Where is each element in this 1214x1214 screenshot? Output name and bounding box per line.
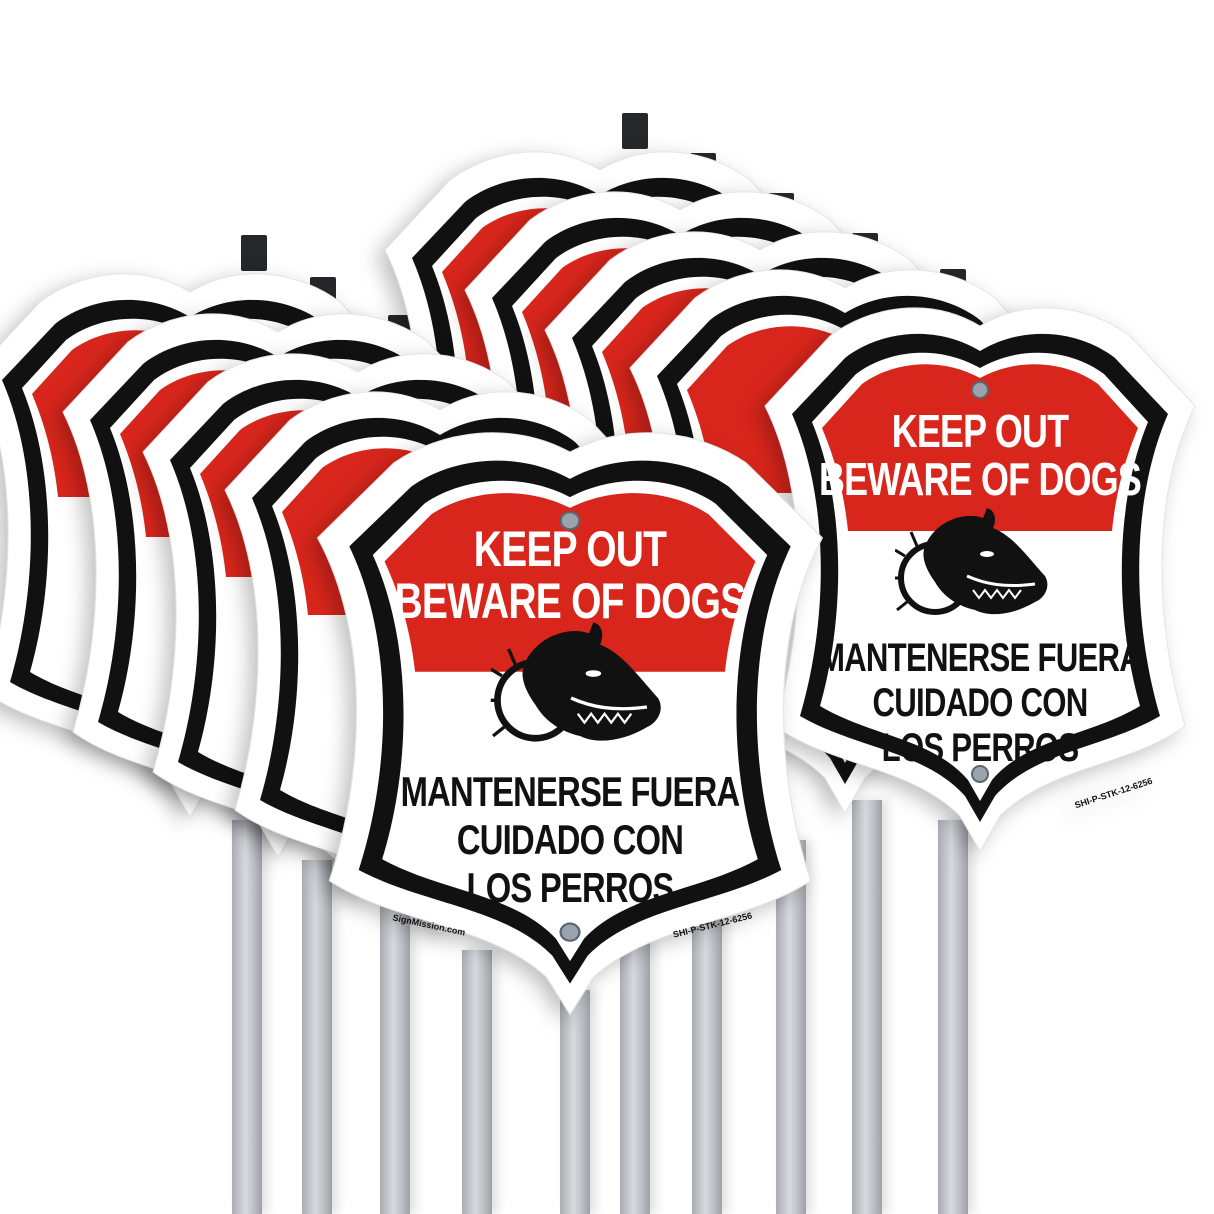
sign-header-line2: BEWARE OF DOGS	[394, 573, 747, 629]
stake	[560, 990, 590, 1214]
dog-illustration	[490, 620, 670, 765]
stake	[232, 820, 262, 1214]
sign-header-line1: KEEP OUT	[473, 521, 667, 577]
stake	[852, 800, 882, 1214]
stake-cap	[622, 113, 648, 149]
stake	[620, 940, 650, 1214]
stake	[938, 820, 968, 1214]
shield-sign-front: KEEP OUT BEWARE OF DOGS MANTENERSE FUERA…	[300, 420, 840, 1020]
stake	[462, 950, 492, 1214]
stake	[380, 900, 410, 1214]
stake-cap	[241, 235, 267, 271]
dog-illustration	[895, 506, 1055, 636]
shield-sign-right: KEEP OUT BEWARE OF DOGS MANTENERSE FUERA…	[745, 296, 1214, 856]
sign-header-line1: KEEP OUT	[891, 405, 1069, 457]
sign-header-line2: BEWARE OF DOGS	[819, 453, 1142, 505]
stake	[302, 860, 332, 1214]
sign-body-line3: LOS PERROS	[881, 726, 1080, 770]
sign-body-line3: LOS PERROS	[466, 864, 674, 911]
sign-body-line1: MANTENERSE FUERA	[818, 636, 1142, 680]
sign-body-line2: CUIDADO CON	[456, 816, 684, 863]
sign-body-line2: CUIDADO CON	[872, 681, 1088, 725]
sign-body-line1: MANTENERSE FUERA	[400, 768, 741, 815]
stake	[692, 880, 722, 1214]
stake	[776, 840, 806, 1214]
